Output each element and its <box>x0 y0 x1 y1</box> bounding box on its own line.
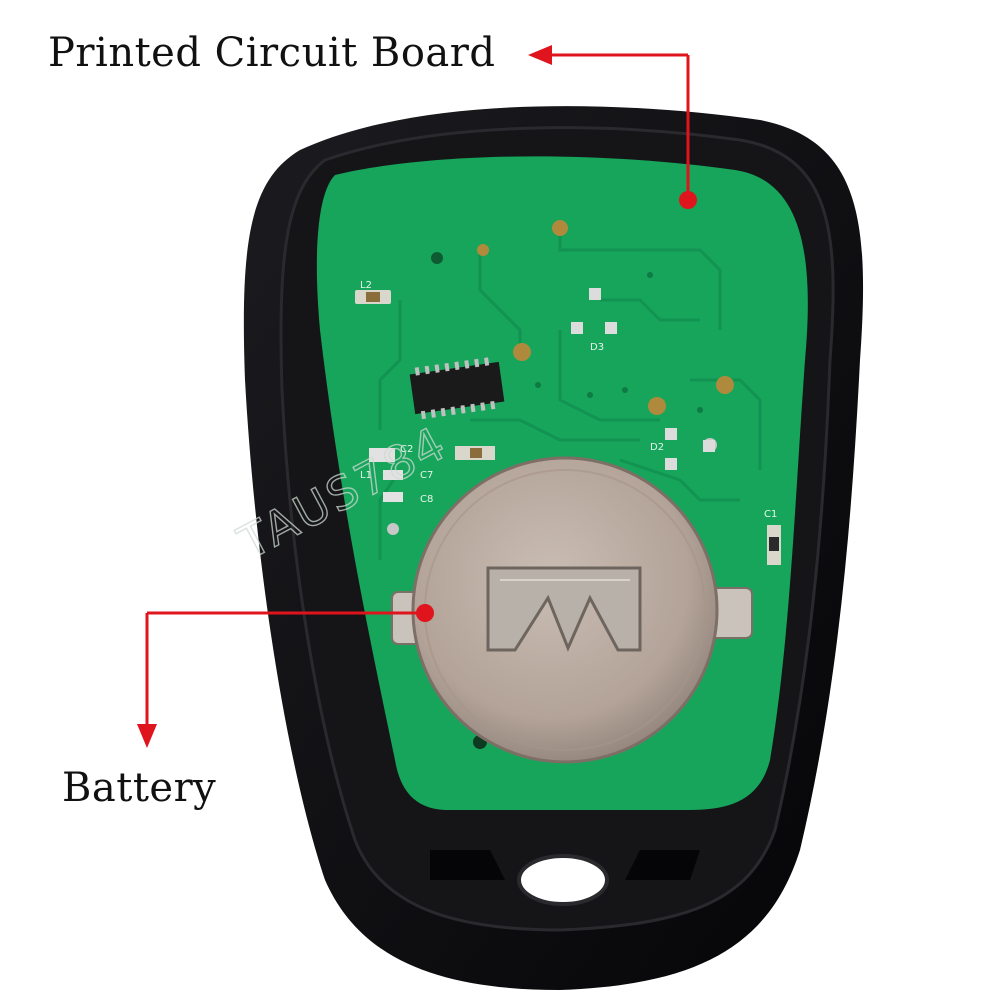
ic-chip <box>409 357 505 420</box>
marking-c8: C8 <box>420 494 433 505</box>
marking-c2: C2 <box>400 444 413 455</box>
pcb-callout-arrow <box>528 45 697 209</box>
marking-l1: L1 <box>360 470 372 481</box>
smd-components <box>355 288 781 565</box>
battery-label: Battery <box>62 765 217 811</box>
pcb-label: Printed Circuit Board <box>48 30 496 76</box>
battery-coin-cell <box>391 456 753 764</box>
marking-l2: L2 <box>360 280 372 291</box>
marking-d3: D3 <box>590 342 604 353</box>
marking-d2: D2 <box>650 442 664 453</box>
pcb-traces <box>378 230 762 560</box>
keyring-loop <box>430 850 700 906</box>
marking-c1: C1 <box>764 509 777 520</box>
battery-callout-arrow <box>137 604 434 748</box>
marking-c7: C7 <box>420 470 433 481</box>
